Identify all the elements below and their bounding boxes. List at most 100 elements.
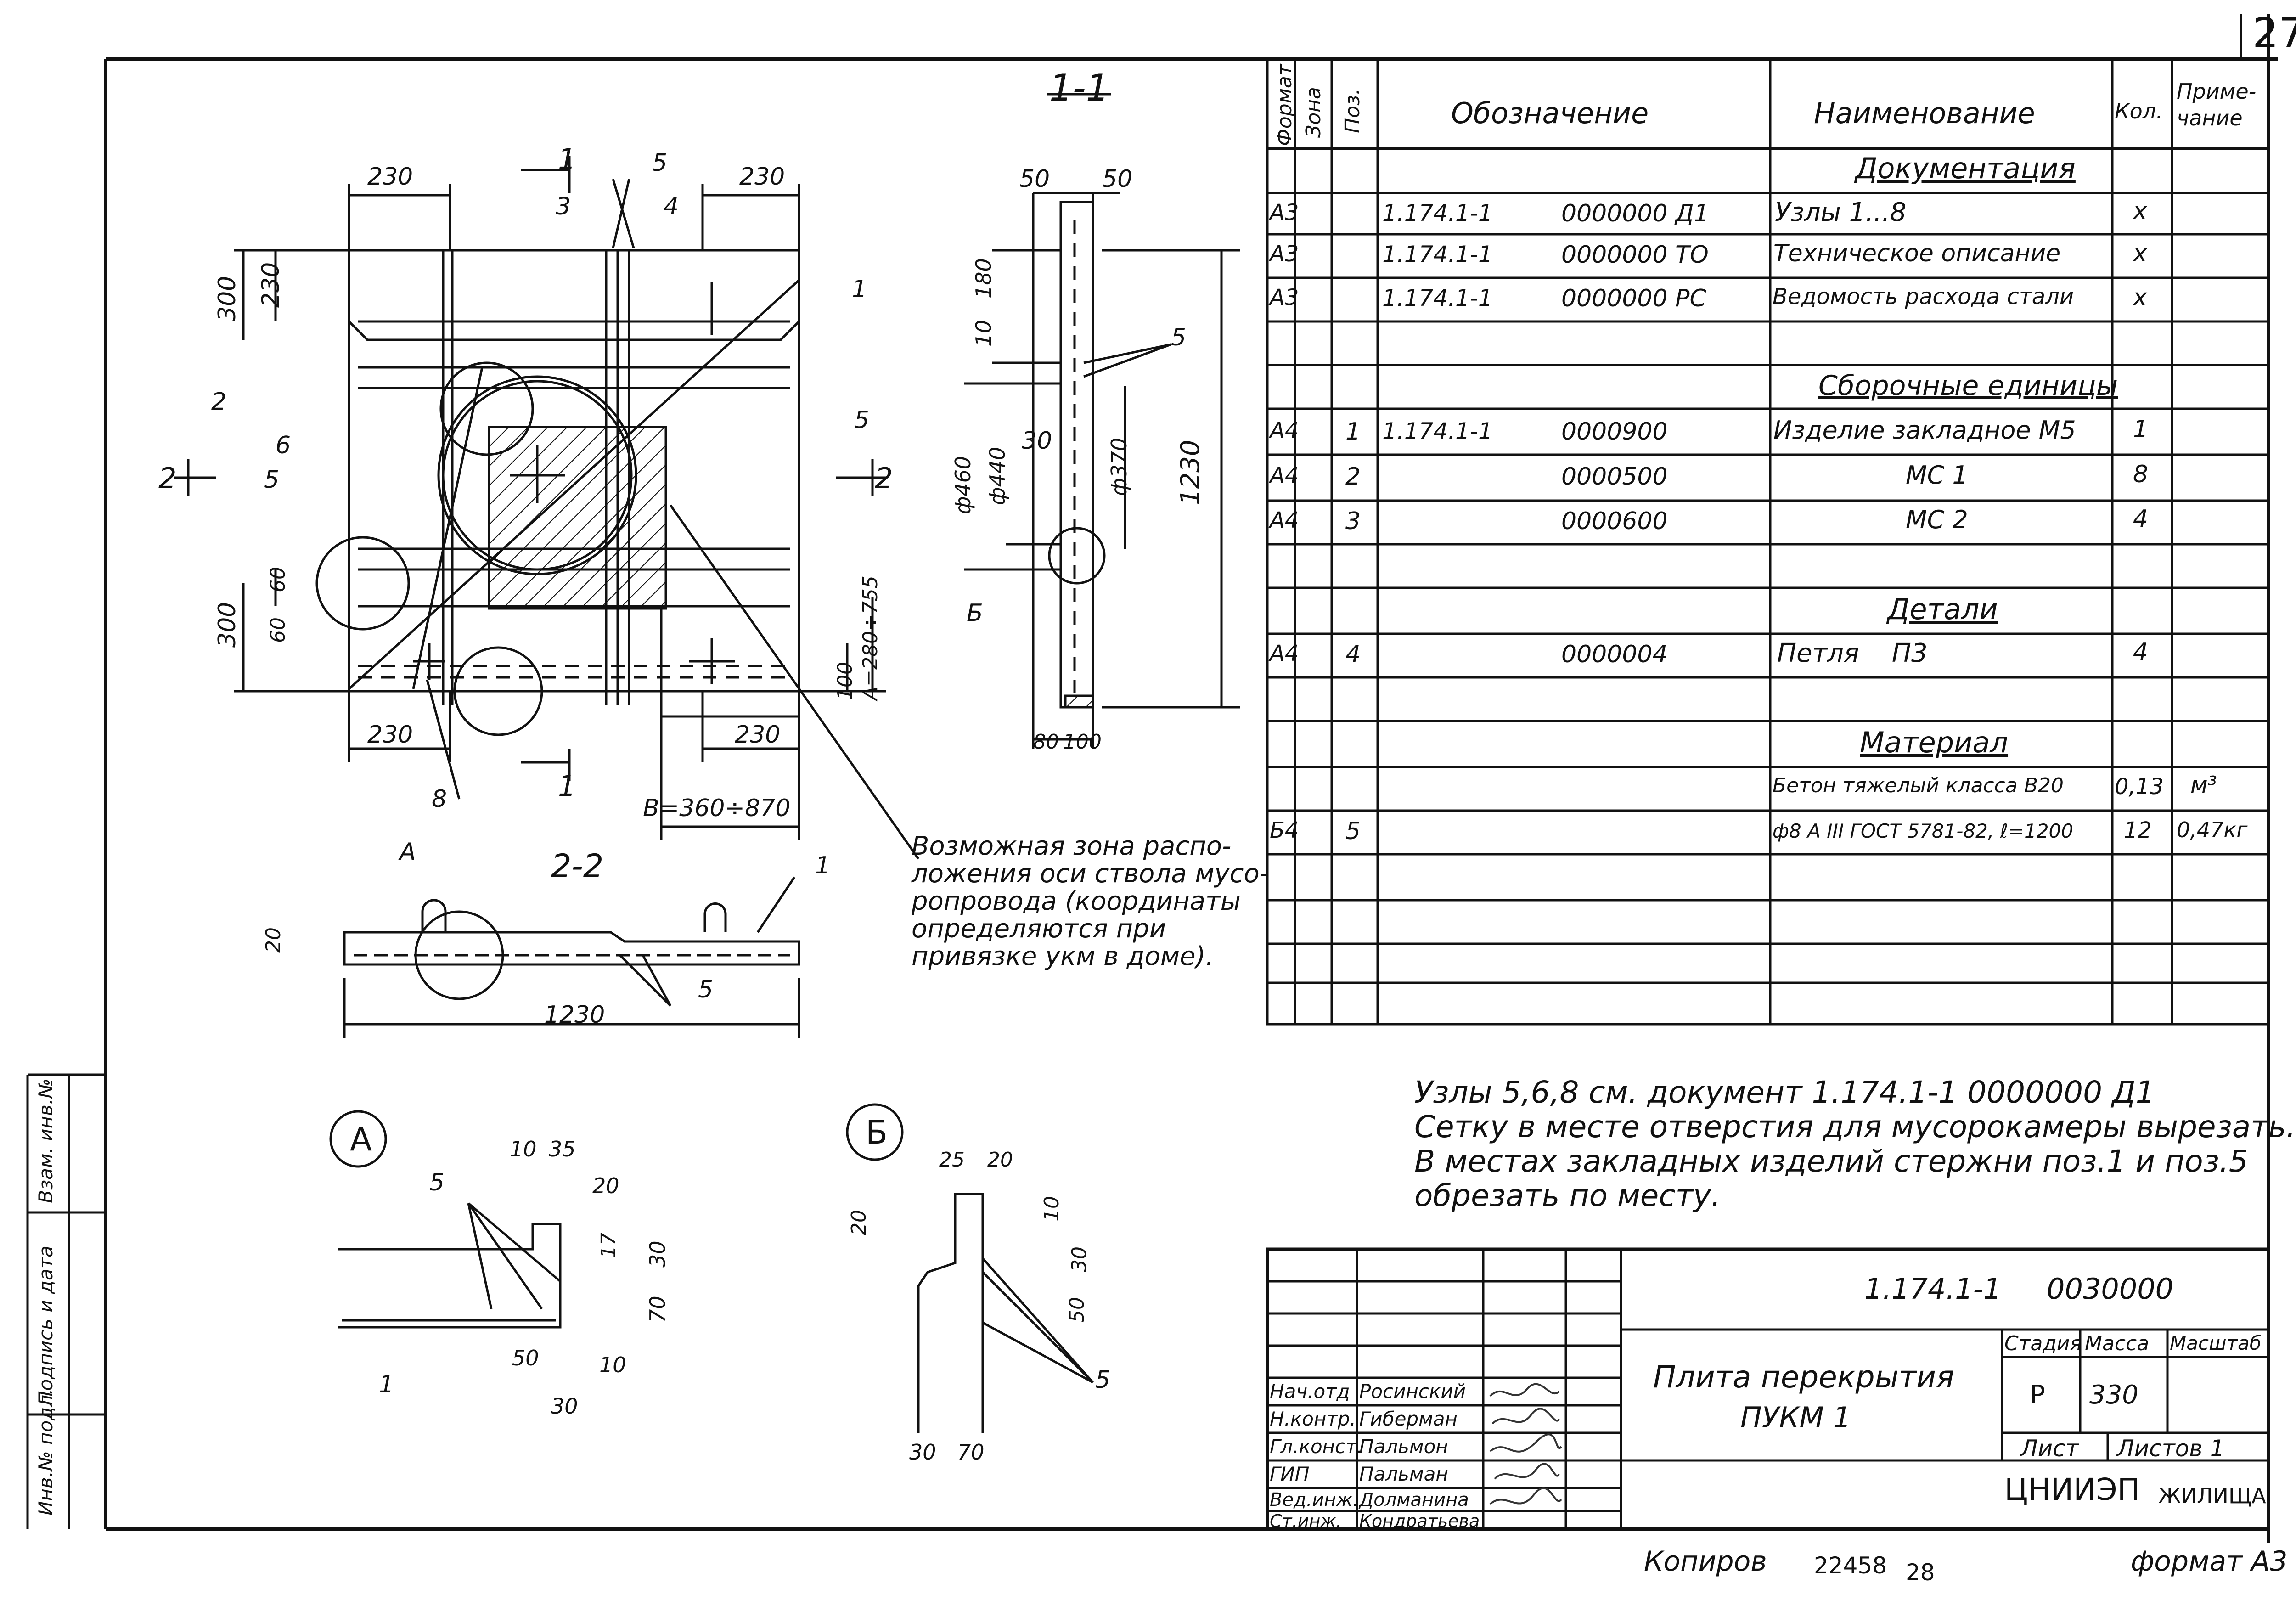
cell-pos: 1 xyxy=(1345,418,1361,445)
cell-name: Изделие закладное М5 xyxy=(1773,416,2076,445)
binding-inv-replace: Взам. инв.№ xyxy=(34,1078,57,1203)
cell-code: 1.174.1-1 xyxy=(1382,418,1493,445)
cell-format: А3 xyxy=(1270,241,1299,267)
title-block-grid xyxy=(1266,1247,2270,1531)
section-1-1-label: 1-1 xyxy=(1049,67,1109,109)
dim-sec-180: 180 xyxy=(971,258,996,299)
cell-note: 0,47кг xyxy=(2177,817,2248,842)
role-cell: Вед.инж. xyxy=(1270,1489,1359,1510)
dim-b-10: 10 xyxy=(1040,1196,1064,1222)
name-cell: Росинский xyxy=(1359,1380,1466,1403)
callout-line: определяются при xyxy=(912,914,1166,944)
cell-format: А4 xyxy=(1270,418,1299,444)
cell-code: 1.174.1-1 xyxy=(1382,285,1493,311)
note-line: Узлы 5,6,8 см. документ 1.174.1-1 000000… xyxy=(1414,1075,2155,1110)
pos-5-node-a: 5 xyxy=(429,1169,445,1196)
cut-2-right: 2 xyxy=(875,462,893,495)
callout-line: ропровода (координаты xyxy=(912,886,1241,916)
dim-plan-230-tl: 230 xyxy=(367,163,413,191)
dim-b-30b: 30 xyxy=(909,1440,936,1465)
dim-b-20b: 20 xyxy=(847,1210,871,1235)
dim-b-30: 30 xyxy=(1068,1246,1091,1272)
cell-name: Ведомость расхода стали xyxy=(1773,284,2074,310)
cell-name: МС 1 xyxy=(1906,461,1968,490)
name-cell: Долманина xyxy=(1359,1489,1469,1510)
dim-plan-230-vert: 230 xyxy=(257,262,285,308)
cell-name: Техническое описание xyxy=(1773,240,2061,267)
pos-5-plan-right: 5 xyxy=(854,406,870,434)
pos-5-plan-left: 5 xyxy=(264,466,280,494)
role-cell: Ст.инж. xyxy=(1270,1511,1342,1531)
dim-a-17: 17 xyxy=(597,1233,620,1258)
dim-plan-230-tr: 230 xyxy=(739,163,785,191)
node-b xyxy=(846,1103,1094,1433)
name-cell: Гиберман xyxy=(1359,1408,1458,1430)
dim-a-70: 70 xyxy=(645,1296,670,1323)
mass-label: Масса xyxy=(2085,1332,2150,1355)
cell-num: 0000500 xyxy=(1561,463,1668,490)
header-qty: Кол. xyxy=(2115,99,2163,124)
role-cell: Нач.отд xyxy=(1270,1380,1350,1403)
cell-num: 0000000 РС xyxy=(1561,285,1706,312)
cell-num: 0000600 xyxy=(1561,507,1668,535)
cell-name: ф8 А III ГОСТ 5781-82, ℓ=1200 xyxy=(1773,820,2073,842)
mass-value: 330 xyxy=(2089,1380,2138,1410)
pos-6-plan: 6 xyxy=(276,432,291,459)
dim-a-30b: 30 xyxy=(551,1394,578,1419)
cell-name: Бетон тяжелый класса В20 xyxy=(1773,774,2064,797)
cell-pos: 2 xyxy=(1345,463,1361,490)
stage-value: Р xyxy=(2030,1380,2045,1410)
header-name: Наименование xyxy=(1814,96,2035,130)
binding-strip-lines xyxy=(26,1073,106,1529)
title-line-2: ПУКМ 1 xyxy=(1740,1401,1851,1434)
dim-sec-440: ф440 xyxy=(985,446,1010,505)
dim-sec-50a: 50 xyxy=(1019,165,1050,193)
role-cell: Гл.конст. xyxy=(1270,1435,1363,1458)
role-cell: ГИП xyxy=(1270,1463,1310,1485)
doc-code: 1.174.1-1 0030000 xyxy=(1864,1272,2174,1306)
scale-label: Масштаб xyxy=(2170,1332,2262,1354)
dim-plan-60-a: 60 xyxy=(266,567,290,592)
header-designation: Обозначение xyxy=(1451,96,1649,130)
cell-qty: 4 xyxy=(2133,638,2149,666)
copy-number: 22458 xyxy=(1814,1552,1887,1579)
callout-a-label: А xyxy=(400,838,416,866)
cell-note: м³ xyxy=(2190,772,2217,798)
cell-name: МС 2 xyxy=(1906,505,1968,534)
callout-line: Возможная зона распо- xyxy=(912,831,1232,861)
dim-sec-30: 30 xyxy=(1022,427,1052,455)
dim-a-50: 50 xyxy=(512,1346,539,1370)
header-pos: Поз. xyxy=(1341,88,1364,133)
note-line: В местах закладных изделий стержни поз.1… xyxy=(1414,1144,2248,1179)
section-2-2-label: 2-2 xyxy=(551,847,604,885)
dim-b-50: 50 xyxy=(1065,1297,1089,1323)
dim-b-20a: 20 xyxy=(987,1148,1013,1172)
dim-plan-100: 100 xyxy=(833,662,857,700)
dim-a-10: 10 xyxy=(510,1137,537,1161)
cell-pos: 4 xyxy=(1345,641,1361,668)
dim-plan-300-top: 300 xyxy=(214,276,241,321)
header-zone: Зона xyxy=(1302,87,1325,138)
dim-b-70: 70 xyxy=(957,1440,985,1465)
cell-pos: 3 xyxy=(1345,507,1361,535)
name-cell: Кондратьева xyxy=(1359,1511,1480,1531)
dim-a-20: 20 xyxy=(592,1173,619,1198)
note-line: обрезать по месту. xyxy=(1414,1178,1721,1213)
callout-line: ложения оси ствола мусо- xyxy=(912,859,1269,889)
role-cell: Н.контр. xyxy=(1270,1408,1356,1430)
binding-inv-original: Инв.№ подл. xyxy=(34,1388,57,1516)
dim-a-35: 35 xyxy=(549,1137,576,1161)
cell-qty: x xyxy=(2133,197,2147,225)
cell-pos: 5 xyxy=(1345,817,1361,845)
cut-1-top: 1 xyxy=(558,142,576,176)
cell-num: 0000004 xyxy=(1561,641,1668,668)
dim-sec-10: 10 xyxy=(971,320,996,347)
pos-5-22: 5 xyxy=(698,976,714,1003)
cell-code: 1.174.1-1 xyxy=(1382,241,1493,268)
section-1-1 xyxy=(964,93,1240,749)
pos-5-section: 5 xyxy=(1171,324,1187,351)
section-material: Материал xyxy=(1860,726,2009,759)
cell-qty: 1 xyxy=(2133,416,2149,443)
section-assembly: Сборочные единицы xyxy=(1818,370,2118,402)
